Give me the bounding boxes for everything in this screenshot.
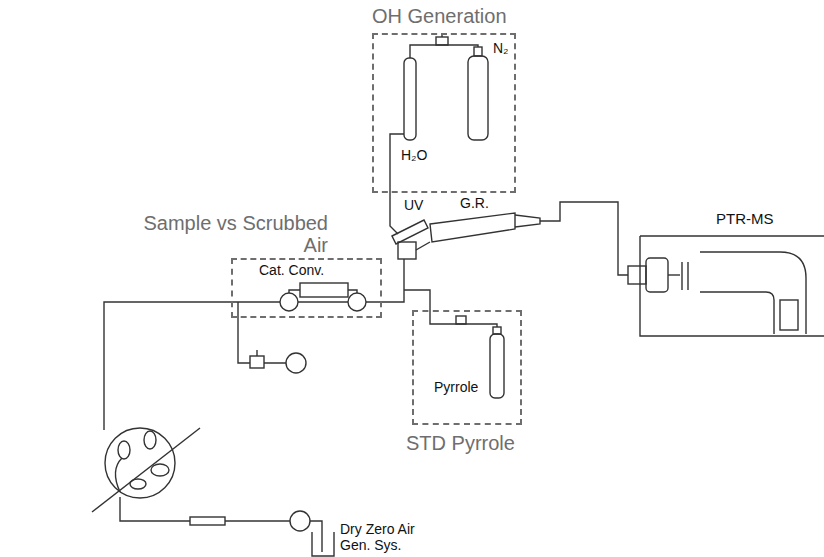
cylinder-label: Pyrrole [434, 380, 494, 395]
part-label: G.R. [460, 195, 500, 211]
sample-switch-box: Sample vs Scrubbed AirCat. Conv. [231, 258, 382, 318]
flow-controller-stem [256, 350, 257, 356]
drift-tube [700, 252, 806, 334]
detector [780, 300, 798, 330]
cylinder-label: H₂O [401, 148, 441, 163]
mixing-cube [398, 242, 416, 259]
part-label: UV [404, 197, 434, 213]
cylinder-valve [474, 47, 482, 56]
flow-controller [436, 37, 448, 45]
filter [190, 517, 225, 525]
glass-reactor [430, 213, 515, 242]
bypass-line [298, 301, 348, 302]
zero-air-line [225, 520, 290, 521]
uv-lamp [392, 220, 428, 244]
exhaust-line [238, 302, 286, 363]
instrument-label: PTR-MS [716, 210, 786, 227]
lens-plate [681, 262, 682, 290]
drift-entry [668, 274, 680, 275]
zero-air-vessel [312, 532, 334, 556]
part-label: Cat. Conv. [259, 263, 339, 278]
valve [348, 293, 366, 311]
sample-inlet [366, 259, 404, 302]
pump [290, 511, 310, 531]
leaf [144, 431, 156, 449]
water-bubbler [404, 58, 416, 140]
branch [92, 428, 200, 512]
ptr-housing [640, 236, 824, 336]
ion-source [646, 258, 668, 292]
leaf-stem [115, 458, 122, 492]
drift-tube [700, 292, 774, 334]
group-heading: Sample vs Scrubbed Air [128, 212, 328, 256]
chamber-line [104, 302, 280, 430]
valve [280, 293, 298, 311]
reactor-nozzle [515, 215, 540, 227]
lens-plate [687, 262, 688, 290]
converter-line [289, 290, 357, 293]
sample-line [540, 202, 628, 275]
std-pyrrole-box: PyrroleSTD Pyrrole [412, 310, 522, 425]
cylinder-valve [493, 327, 501, 334]
pyrrole-cylinder [490, 334, 504, 398]
zero-air-line [120, 497, 190, 521]
oh-generation-box: OH GenerationH₂ON₂ [372, 33, 516, 193]
leaf [130, 479, 146, 489]
reactor-joint [416, 242, 430, 250]
plant-chamber [105, 428, 175, 498]
ptr-inlet [628, 266, 646, 284]
flow-controller [456, 316, 466, 324]
group-heading: STD Pyrrole [406, 432, 546, 454]
leaf [118, 441, 130, 459]
leaf [151, 464, 169, 476]
system-label: Dry Zero Air Gen. Sys. [340, 521, 436, 553]
n2-cylinder [468, 56, 488, 140]
pump [286, 353, 306, 373]
cylinder-label: N₂ [493, 41, 523, 56]
catalytic-converter [300, 283, 348, 297]
pyrrole-line [404, 290, 497, 327]
group-heading: OH Generation [372, 5, 552, 27]
gas-line [410, 45, 478, 58]
flow-controller [250, 356, 264, 368]
